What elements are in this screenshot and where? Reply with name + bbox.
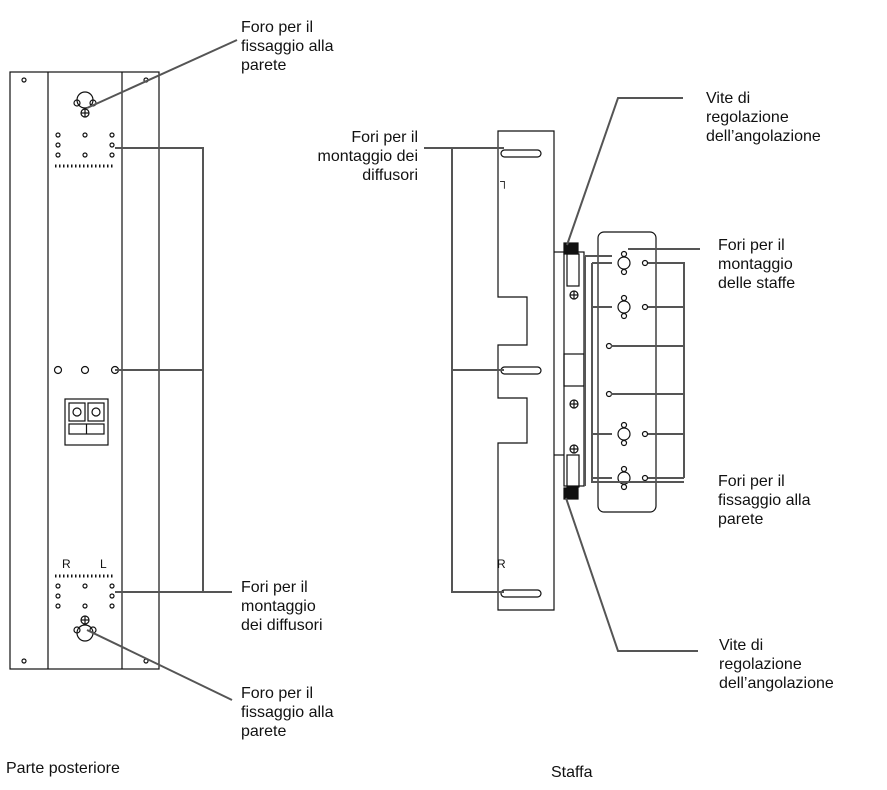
- middle-mount-holes: [53, 365, 120, 375]
- label-back-speaker-mount-holes: Fori per il montaggio dei diffusori: [241, 579, 323, 634]
- label-bracket-wall-holes: Fori per il fissaggio alla parete: [718, 473, 811, 528]
- label-back-top-wall-hole: Foro per il fissaggio alla parete: [241, 19, 334, 74]
- bracket-speaker-plate: [497, 130, 555, 611]
- top-mount-hole-grid: [55, 132, 115, 158]
- bracket-mount-keyholes: [617, 250, 631, 491]
- bracket-wall-plate: [597, 231, 657, 513]
- label-bracket-mount-holes: Fori per il montaggio delle staffe: [718, 237, 796, 292]
- label-bracket-top-angle-screw: Vite di regolazione dell’angolazione: [706, 90, 821, 145]
- bottom-keyhole-hole: [73, 615, 97, 642]
- bracket-view: [497, 130, 657, 611]
- bracket-wall-holes: [605, 259, 649, 482]
- bracket-top-marking: ┐: [500, 174, 509, 189]
- channel-l-marking: L: [100, 557, 107, 571]
- bracket-view-leaders: [424, 97, 700, 652]
- caption-back-view: Parte posteriore: [6, 760, 120, 777]
- bracket-bottom-marking: R: [497, 557, 506, 571]
- back-view-leaders: [86, 39, 238, 701]
- label-bracket-speaker-mount-holes: Fori per il montaggio dei diffusori: [317, 129, 418, 184]
- bottom-mount-hole-grid: [55, 583, 115, 609]
- label-bracket-bottom-angle-screw: Vite di regolazione dell’angolazione: [719, 637, 834, 692]
- speaker-terminal: [64, 398, 109, 446]
- channel-r-marking: R: [62, 557, 71, 571]
- caption-bracket-view: Staffa: [551, 764, 593, 781]
- label-back-bottom-wall-hole: Foro per il fissaggio alla parete: [241, 685, 334, 740]
